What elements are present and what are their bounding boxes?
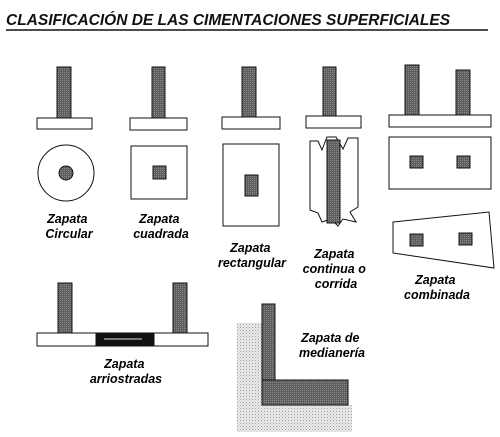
label-line: Zapata (138, 212, 179, 226)
footing-elevation (388, 114, 492, 128)
tie-beam-highlight (104, 338, 142, 340)
column-elevation (322, 66, 337, 117)
label-line: Zapata (229, 241, 270, 255)
footing-elevation (305, 115, 362, 129)
label-line: cuadrada (133, 227, 189, 241)
column-elevation (56, 66, 72, 119)
zapata-combinada: Zapata combinada (388, 64, 495, 302)
zapata-circular: Zapata Circular (36, 66, 95, 241)
label-line: rectangular (218, 256, 287, 270)
label-continua: Zapata continua o corrida (303, 247, 370, 291)
combined-plan-rectangle (388, 136, 492, 190)
column-elevation (151, 66, 166, 119)
label-circular: Zapata Circular (45, 212, 93, 241)
label-line: arriostradas (90, 372, 162, 386)
column-plan-left (409, 233, 424, 247)
zapata-medianeria: Zapata de medianería (237, 303, 365, 432)
eccentric-footing (261, 379, 349, 406)
footing-elevation-right (153, 332, 209, 347)
label-line: Circular (45, 227, 93, 241)
footing-elevation (221, 116, 281, 130)
combined-plan-trapezoid (392, 211, 495, 269)
soil-zone (237, 323, 352, 432)
zapata-continua: Zapata continua o corrida (303, 66, 370, 291)
footing-elevation (36, 117, 93, 130)
wall-plan-strip (326, 139, 341, 224)
label-cuadrada: Zapata cuadrada (133, 212, 189, 241)
column-elevation-right (455, 69, 471, 116)
column-elevation-left (404, 64, 420, 116)
column-plan-square (152, 165, 167, 180)
column-elevation (241, 66, 257, 118)
label-combinada: Zapata combinada (404, 273, 470, 302)
column-plan-circle (58, 165, 74, 181)
label-line: corrida (315, 277, 357, 291)
label-medianeria: Zapata de medianería (299, 331, 365, 360)
page-title: CLASIFICACIÓN DE LAS CIMENTACIONES SUPER… (6, 11, 451, 29)
ground-line (275, 379, 349, 405)
column-plan-rectangle (244, 174, 259, 197)
label-line: Zapata (414, 273, 455, 287)
column-elevation-right (172, 282, 188, 334)
zapata-rectangular: Zapata rectangular (218, 66, 287, 270)
column-elevation-left (57, 282, 73, 334)
label-line: medianería (299, 346, 365, 360)
zapata-arriostradas: Zapata arriostradas (36, 282, 209, 386)
label-arriostradas: Zapata arriostradas (90, 357, 162, 386)
label-line: Zapata (46, 212, 87, 226)
label-line: continua o (303, 262, 367, 276)
column-plan-left (409, 155, 424, 169)
label-rectangular: Zapata rectangular (218, 241, 287, 270)
label-line: Zapata (313, 247, 354, 261)
footing-elevation-left (36, 332, 97, 347)
label-line: Zapata (103, 357, 144, 371)
party-wall-column (261, 303, 276, 381)
column-plan-right (456, 155, 471, 169)
label-line: combinada (404, 288, 470, 302)
column-plan-right (458, 232, 473, 246)
zapata-cuadrada: Zapata cuadrada (129, 66, 189, 241)
footing-elevation (129, 117, 188, 131)
label-line: Zapata de (300, 331, 359, 345)
